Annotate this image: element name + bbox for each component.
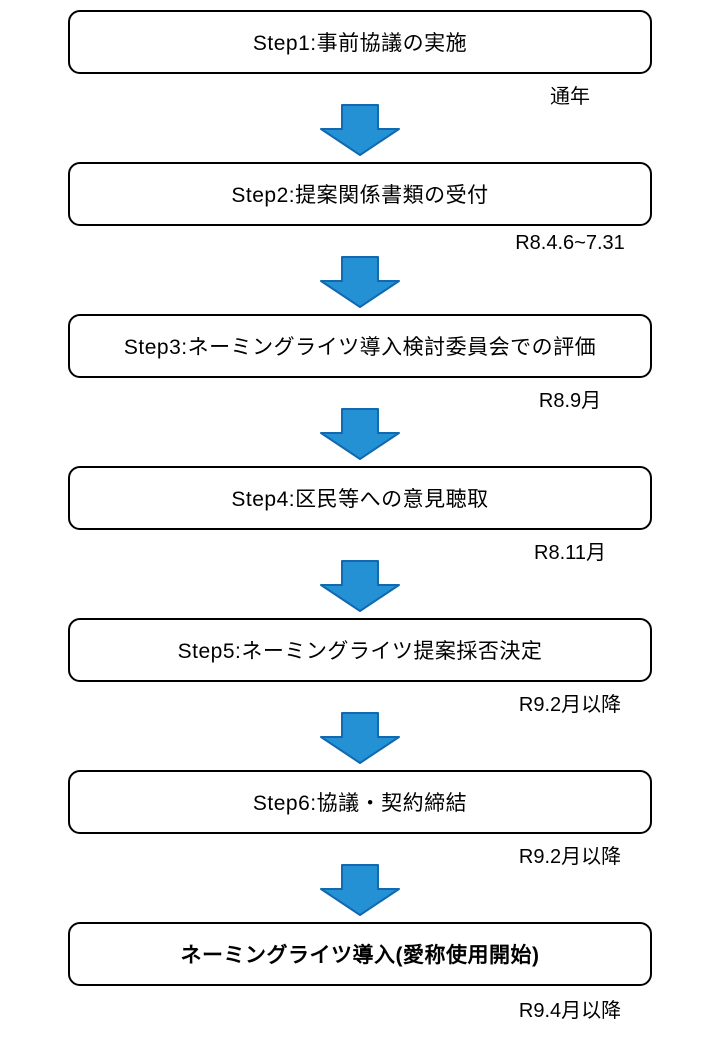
step3-label: Step3:ネーミングライツ導入検討委員会での評価 bbox=[123, 336, 597, 359]
step1-date: 通年 bbox=[550, 86, 590, 108]
connector-5: R9.2月以降 bbox=[0, 682, 720, 770]
down-arrow-icon bbox=[320, 560, 400, 612]
step1-box: Step1:事前協議の実施 bbox=[68, 10, 652, 74]
final-label: ネーミングライツ導入(愛称使用開始) bbox=[180, 944, 540, 967]
down-arrow-icon bbox=[320, 712, 400, 764]
step3-box: Step3:ネーミングライツ導入検討委員会での評価 bbox=[68, 314, 652, 378]
step1-label: Step1:事前協議の実施 bbox=[252, 32, 468, 55]
step4-label: Step4:区民等への意見聴取 bbox=[231, 488, 489, 511]
connector-3: R8.9月 bbox=[0, 378, 720, 466]
connector-4: R8.11月 bbox=[0, 530, 720, 618]
down-arrow-icon bbox=[320, 864, 400, 916]
step6-label: Step6:協議・契約締結 bbox=[252, 792, 468, 815]
step3-date: R8.9月 bbox=[538, 390, 602, 412]
step2-box: Step2:提案関係書類の受付 bbox=[68, 162, 652, 226]
down-arrow-icon bbox=[320, 256, 400, 308]
step4-date: R8.11月 bbox=[534, 542, 606, 564]
connector-1: 通年 bbox=[0, 74, 720, 162]
step6-box: Step6:協議・契約締結 bbox=[68, 770, 652, 834]
final-date: R9.4月以降 bbox=[518, 1000, 622, 1022]
step6-date: R9.2月以降 bbox=[518, 846, 622, 868]
down-arrow-icon bbox=[320, 408, 400, 460]
step5-label: Step5:ネーミングライツ提案採否決定 bbox=[177, 640, 543, 663]
flowchart: Step1:事前協議の実施 通年 Step2:提案関係書類の受付 R8.4.6~… bbox=[0, 10, 720, 1026]
step5-box: Step5:ネーミングライツ提案採否決定 bbox=[68, 618, 652, 682]
final-date-row: R9.4月以降 bbox=[0, 986, 720, 1026]
step4-box: Step4:区民等への意見聴取 bbox=[68, 466, 652, 530]
step2-label: Step2:提案関係書類の受付 bbox=[231, 184, 489, 207]
down-arrow-icon bbox=[320, 104, 400, 156]
connector-2: R8.4.6~7.31 bbox=[0, 226, 720, 314]
step2-date: R8.4.6~7.31 bbox=[515, 232, 625, 254]
step5-date: R9.2月以降 bbox=[518, 694, 622, 716]
final-box: ネーミングライツ導入(愛称使用開始) bbox=[68, 922, 652, 986]
connector-6: R9.2月以降 bbox=[0, 834, 720, 922]
